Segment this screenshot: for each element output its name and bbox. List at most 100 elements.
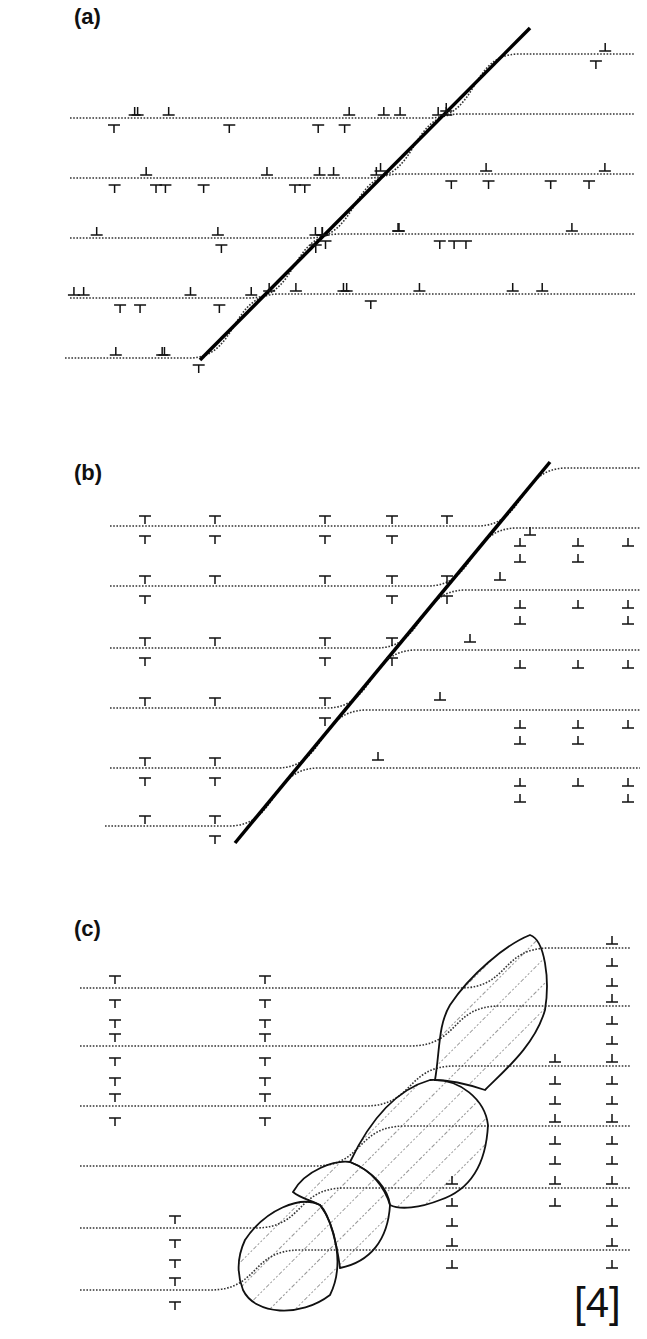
- dislocation-symbol: [393, 223, 405, 231]
- dislocation-symbol: [514, 736, 526, 744]
- dislocation-symbol: [514, 616, 526, 624]
- dislocation-symbol: [259, 1020, 271, 1028]
- dislocation-symbol: [309, 227, 321, 235]
- dislocation-symbol: [446, 1238, 458, 1246]
- dislocation-symbol: [209, 816, 221, 824]
- dislocation-symbol: [109, 1034, 121, 1042]
- dislocation-symbol: [109, 1078, 121, 1086]
- dislocation-symbol: [263, 283, 275, 291]
- boundary-line: [235, 462, 550, 843]
- dislocation-symbol: [446, 1176, 458, 1184]
- dislocation-symbol: [606, 1198, 618, 1206]
- dislocation-symbol: [514, 778, 526, 786]
- dislocation-symbol: [139, 516, 151, 524]
- lattice-line: [80, 1006, 630, 1046]
- dislocation-symbol: [536, 283, 548, 291]
- dislocation-symbol: [606, 1238, 618, 1246]
- lattice-line: [65, 294, 635, 358]
- dislocation-symbol: [549, 1096, 561, 1104]
- lattice-line: [105, 768, 640, 826]
- dislocation-symbol: [514, 600, 526, 608]
- dislocation-symbol: [606, 1096, 618, 1104]
- dislocation-symbol: [209, 778, 221, 786]
- dislocation-symbol: [169, 1260, 181, 1268]
- dislocation-symbol: [365, 301, 377, 309]
- dislocation-symbol: [480, 163, 492, 171]
- dislocation-symbol: [245, 287, 257, 295]
- dislocation-symbol: [259, 976, 271, 984]
- dislocation-symbol: [68, 287, 80, 295]
- dislocation-symbol: [606, 958, 618, 966]
- dislocation-symbol: [514, 554, 526, 562]
- dislocation-symbol: [606, 1076, 618, 1084]
- dislocation-symbol: [114, 305, 126, 313]
- dislocation-symbol: [289, 185, 301, 193]
- dislocation-symbol: [386, 536, 398, 544]
- dislocation-symbol: [209, 698, 221, 706]
- dislocation-symbol: [566, 223, 578, 231]
- dislocation-symbol: [494, 572, 506, 580]
- dislocation-symbol: [139, 576, 151, 584]
- dislocation-symbol: [299, 185, 311, 193]
- dislocation-symbol: [445, 181, 457, 189]
- dislocation-symbol: [386, 596, 398, 604]
- dislocation-symbol: [139, 638, 151, 646]
- lattice-line: [110, 650, 640, 708]
- dislocation-symbol: [446, 1198, 458, 1206]
- dislocation-symbol: [434, 692, 446, 700]
- dislocation-symbol: [259, 1058, 271, 1066]
- dislocation-symbol: [339, 125, 351, 133]
- lattice-line: [110, 468, 640, 526]
- dislocation-symbol: [599, 43, 611, 51]
- dislocation-symbol: [590, 61, 602, 69]
- dislocation-symbol: [549, 1114, 561, 1122]
- dislocation-symbol: [434, 241, 446, 249]
- dislocation-symbol: [169, 1216, 181, 1224]
- dislocation-symbol: [572, 660, 584, 668]
- dislocation-symbol: [622, 660, 634, 668]
- lattice-line: [80, 1066, 630, 1106]
- dislocation-symbol: [622, 600, 634, 608]
- dislocation-symbol: [319, 658, 331, 666]
- dislocation-symbol: [460, 241, 472, 249]
- dislocation-symbol: [159, 185, 171, 193]
- dislocation-symbol: [622, 720, 634, 728]
- dislocation-symbol: [169, 1278, 181, 1286]
- dislocation-symbol: [572, 720, 584, 728]
- dislocation-symbol: [441, 576, 453, 584]
- dislocation-symbol: [163, 107, 175, 115]
- dislocation-symbol: [446, 1218, 458, 1226]
- dislocation-symbol: [109, 1020, 121, 1028]
- boundary-line: [200, 28, 530, 360]
- dislocation-symbol: [606, 994, 618, 1002]
- dislocation-symbol: [446, 1260, 458, 1268]
- dislocation-symbol: [483, 181, 495, 189]
- grain: [350, 1080, 488, 1208]
- dislocation-symbol: [549, 1198, 561, 1206]
- dislocation-symbol: [572, 778, 584, 786]
- dislocation-symbol: [156, 347, 168, 355]
- dislocation-symbol: [209, 576, 221, 584]
- dislocation-symbol: [169, 1302, 181, 1310]
- dislocation-symbol: [606, 1260, 618, 1268]
- dislocation-symbol: [622, 778, 634, 786]
- dislocation-symbol: [259, 1094, 271, 1102]
- dislocation-symbol: [140, 167, 152, 175]
- panel-label: (b): [74, 462, 102, 484]
- dislocation-symbol: [606, 1054, 618, 1062]
- dislocation-symbol: [606, 1176, 618, 1184]
- dislocation-symbol: [441, 596, 453, 604]
- dislocation-symbol: [606, 978, 618, 986]
- dislocation-symbol: [507, 283, 519, 291]
- dislocation-symbol: [259, 1034, 271, 1042]
- dislocation-symbol: [441, 516, 453, 524]
- dislocation-symbol: [549, 1076, 561, 1084]
- dislocation-symbol: [139, 536, 151, 544]
- dislocation-symbol: [109, 1058, 121, 1066]
- lattice-line: [110, 590, 640, 648]
- dislocation-symbol: [110, 347, 122, 355]
- dislocation-symbol: [599, 163, 611, 171]
- dislocation-symbol: [514, 538, 526, 546]
- dislocation-symbol: [341, 283, 353, 291]
